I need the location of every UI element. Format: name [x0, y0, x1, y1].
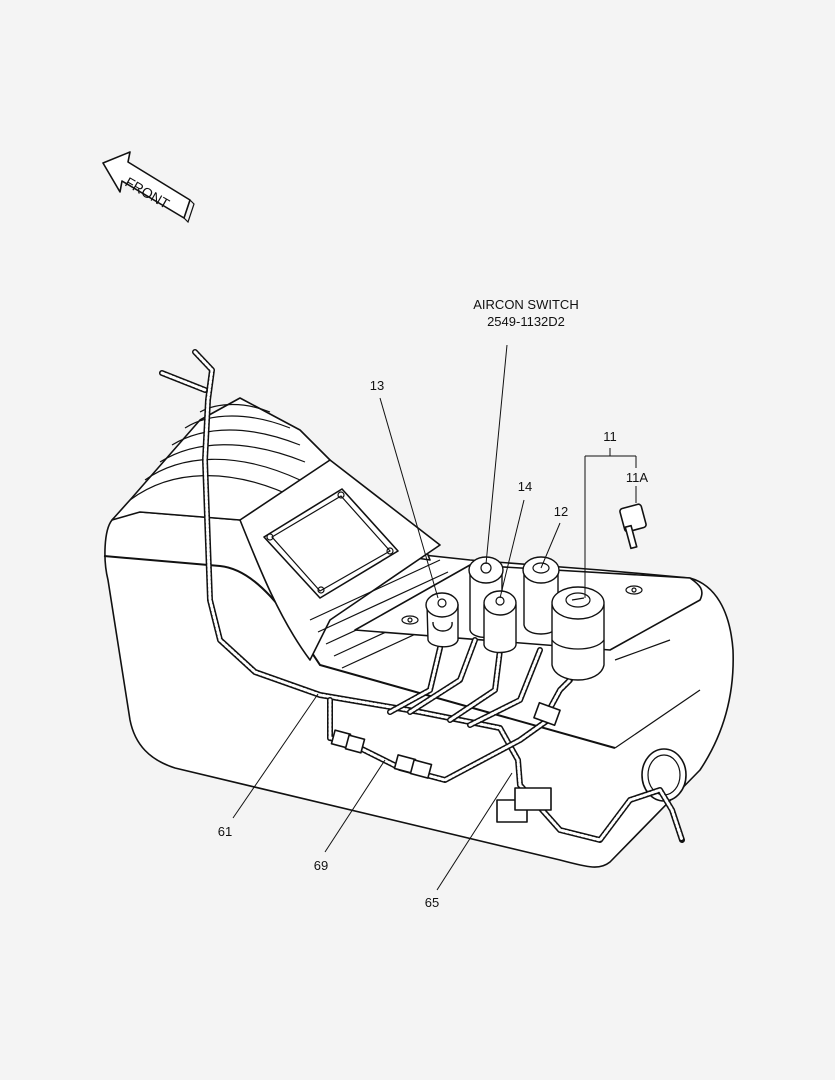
- front-arrow-icon: FRONT: [102, 151, 195, 224]
- switch-14: [483, 590, 517, 654]
- starter-switch-11: [551, 586, 605, 681]
- ignition-key-icon: [619, 503, 647, 550]
- harness-connectors: [330, 701, 561, 823]
- callout-labels: AIRCON SWITCH 2549-1132D2 13 14 12 11 11…: [218, 297, 649, 910]
- callout-14: 14: [518, 479, 532, 494]
- callout-13: 13: [370, 378, 384, 393]
- callout-11: 11: [603, 429, 617, 444]
- switch-13: [425, 592, 459, 648]
- connector-right: [533, 701, 561, 727]
- callout-12: 12: [554, 504, 568, 519]
- aircon-switch-part-number: 2549-1132D2: [487, 314, 565, 329]
- aircon-switch-name-label: AIRCON SWITCH: [473, 297, 578, 312]
- callout-69: 69: [314, 858, 328, 873]
- callout-65: 65: [425, 895, 439, 910]
- callout-61: 61: [218, 824, 232, 839]
- connector-lower: [496, 787, 552, 823]
- connector-left: [330, 729, 366, 754]
- connector-middle: [393, 754, 433, 779]
- access-cover-plate: [263, 488, 399, 599]
- console-seam-right: [614, 689, 701, 749]
- callout-11a: 11A: [626, 470, 648, 485]
- console-lower-shell: [104, 511, 734, 868]
- leader-lines: [232, 344, 637, 891]
